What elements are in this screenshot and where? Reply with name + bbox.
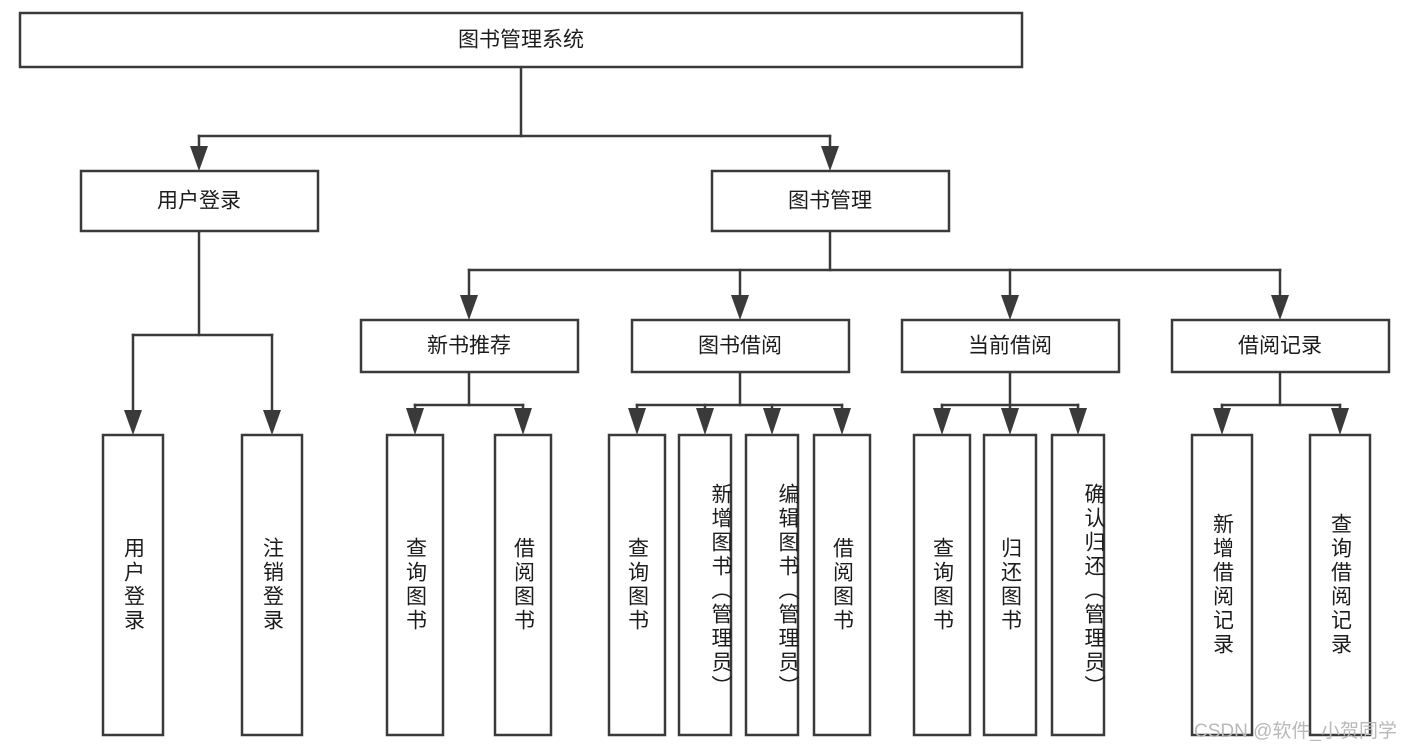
node-leaf-9-box[interactable] <box>912 433 972 737</box>
node-new-book-rec-label: 新书推荐 <box>427 335 511 358</box>
node-user-login-label: 用户登录 <box>157 190 241 213</box>
arrow-head-leaf-8 <box>833 408 851 435</box>
node-leaf-12-box[interactable] <box>1190 433 1254 737</box>
connector-group-new-book-rec <box>406 370 532 435</box>
node-book-manage-box[interactable] <box>710 169 951 233</box>
connector-group-book-borrow <box>628 370 851 435</box>
arrow-head-leaf-9 <box>933 408 951 435</box>
arrow-head-leaf-11 <box>1069 408 1087 435</box>
node-root[interactable]: 图书管理系统 <box>18 11 1024 69</box>
arrow-head-book-borrow <box>731 295 749 320</box>
node-borrow-record[interactable]: 借阅记录 <box>1170 318 1391 374</box>
arrow-head-current-borrow <box>1001 295 1019 320</box>
node-borrow-record-box[interactable] <box>1170 318 1391 374</box>
watermark: CSDN @软件_小贺同学 <box>1194 721 1397 742</box>
arrow-head-leaf-6 <box>696 408 714 435</box>
node-leaf-3-box[interactable] <box>385 433 445 737</box>
node-leaf-7-box[interactable] <box>744 433 800 737</box>
arrow-head-book-manage <box>821 146 839 171</box>
node-book-manage-label: 图书管理 <box>788 190 872 213</box>
node-current-borrow[interactable]: 当前借阅 <box>900 318 1121 374</box>
node-user-login-box[interactable] <box>79 169 320 233</box>
node-book-manage[interactable]: 图书管理 <box>710 169 951 233</box>
node-book-borrow[interactable]: 图书借阅 <box>630 318 851 374</box>
node-leaf-5-box[interactable] <box>607 433 667 737</box>
node-leaf-2-box[interactable] <box>240 433 304 737</box>
connector-group-borrow-record <box>1213 370 1349 435</box>
node-book-borrow-box[interactable] <box>630 318 851 374</box>
arrow-head-leaf-12 <box>1213 408 1231 435</box>
arrow-head-leaf-4 <box>514 408 532 435</box>
node-current-borrow-box[interactable] <box>900 318 1121 374</box>
node-root-box[interactable] <box>18 11 1024 69</box>
arrow-head-leaf-10 <box>1001 408 1019 435</box>
connector-group-user-login <box>124 229 281 435</box>
arrow-head-leaf-3 <box>406 408 424 435</box>
arrow-head-user-login <box>190 146 208 171</box>
node-root-label: 图书管理系统 <box>458 29 584 52</box>
arrow-head-new-book-rec <box>460 295 478 320</box>
node-current-borrow-label: 当前借阅 <box>968 335 1052 358</box>
node-leaf-13-box[interactable] <box>1308 433 1372 737</box>
node-leaf-10-box[interactable] <box>982 433 1038 737</box>
node-new-book-rec[interactable]: 新书推荐 <box>359 318 580 374</box>
node-leaf-4-box[interactable] <box>493 433 553 737</box>
node-leaf-1-box[interactable] <box>101 433 165 737</box>
node-leaf-11-box[interactable] <box>1050 433 1106 737</box>
arrow-head-leaf-2 <box>263 410 281 435</box>
node-leaf-6-box[interactable] <box>677 433 733 737</box>
connector-group-current-borrow <box>933 370 1087 435</box>
arrow-head-leaf-1 <box>124 410 142 435</box>
arrow-head-leaf-5 <box>628 408 646 435</box>
node-user-login[interactable]: 用户登录 <box>79 169 320 233</box>
arrow-head-borrow-record <box>1271 295 1289 320</box>
node-book-borrow-label: 图书借阅 <box>698 335 782 358</box>
arrow-head-leaf-13 <box>1331 408 1349 435</box>
arrow-head-leaf-7 <box>763 408 781 435</box>
leaf-box-group <box>101 433 1372 737</box>
node-borrow-record-label: 借阅记录 <box>1238 335 1322 358</box>
node-leaf-8-box[interactable] <box>812 433 872 737</box>
connector-group-root <box>190 65 839 171</box>
node-new-book-rec-box[interactable] <box>359 318 580 374</box>
connector-group-book-manage <box>460 229 1289 320</box>
